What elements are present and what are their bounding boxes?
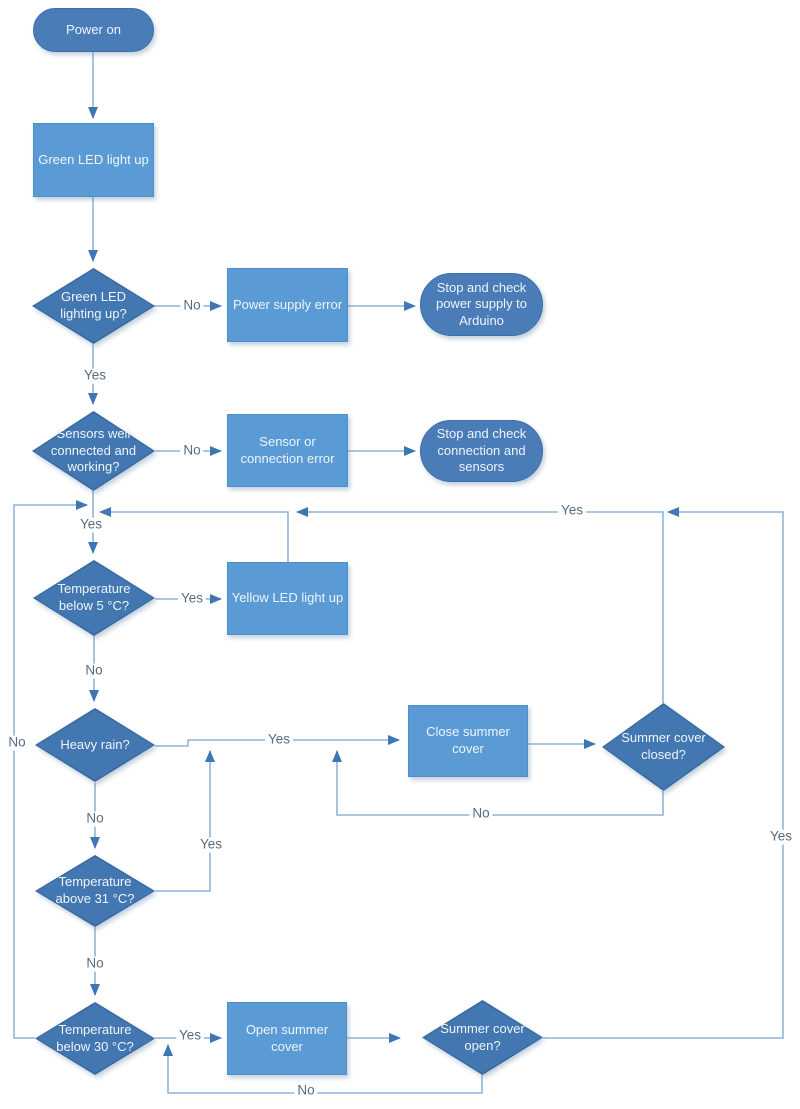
node-sensor-connection-error: Sensor or connection error xyxy=(227,414,348,487)
node-green-led-light-up: Green LED light up xyxy=(33,123,154,197)
edge-label-green-led-yes: Yes xyxy=(80,368,110,384)
node-power-supply-error: Power supply error xyxy=(227,268,348,342)
edge-label-temp30-no-loop: No xyxy=(5,735,29,751)
node-label: Stop and check power supply to Arduino xyxy=(435,279,528,328)
edge-label-temp5-no: No xyxy=(82,663,106,679)
node-open-summer-cover: Open summer cover xyxy=(227,1002,347,1075)
node-label: Temperature above 31 °C? xyxy=(55,874,135,906)
edge-label-temp30-yes: Yes xyxy=(175,1028,205,1044)
node-label: Close summer cover xyxy=(426,724,510,756)
node-label: Stop and check connection and sensors xyxy=(436,426,527,475)
edge-label-temp5-yes: Yes xyxy=(177,591,207,607)
node-label: Green LED lighting up? xyxy=(60,289,127,321)
node-label: Sensor or connection error xyxy=(240,433,335,466)
node-label: Green LED light up xyxy=(38,151,149,167)
edge-temp30-no-left-loop xyxy=(13,500,88,1039)
node-label: Power supply error xyxy=(232,296,343,312)
edge-closed-yes-return-loop xyxy=(296,507,664,703)
node-sensors-connected: Sensors well connected and working? xyxy=(32,411,155,491)
edge-heavy-rain-yes-to-close-cover xyxy=(155,735,400,747)
node-summer-cover-open: Summer cover open? xyxy=(422,1000,543,1075)
node-label: Heavy rain? xyxy=(60,736,130,752)
node-label: Temperature below 5 °C? xyxy=(57,581,131,613)
edge-label-cover-closed-yes: Yes xyxy=(557,503,587,519)
edge-open-yes-return-loop xyxy=(543,507,784,1039)
node-label: Open summer cover xyxy=(245,1021,329,1054)
edge-yellow-led-return-loop xyxy=(99,507,289,562)
node-stop-check-sensors: Stop and check connection and sensors xyxy=(420,420,543,482)
node-summer-cover-closed: Summer cover closed? xyxy=(602,703,725,791)
edge-label-green-led-no: No xyxy=(180,298,204,314)
edge-label-sensors-no: No xyxy=(180,443,204,459)
edge-closed-no-retry-loop xyxy=(332,750,664,816)
node-label: Temperature below 30 °C? xyxy=(56,1021,134,1054)
node-stop-check-power: Stop and check power supply to Arduino xyxy=(420,273,543,336)
edge-label-heavy-rain-yes: Yes xyxy=(264,732,294,748)
node-heavy-rain: Heavy rain? xyxy=(35,708,155,782)
node-close-summer-cover: Close summer cover xyxy=(408,705,528,777)
edge-label-heavy-rain-no: No xyxy=(83,811,107,827)
edge-label-cover-open-no: No xyxy=(294,1083,318,1099)
edge-temp31-yes-merge-to-close-cover xyxy=(155,750,215,892)
edge-label-cover-open-yes: Yes xyxy=(766,829,796,845)
node-power-on: Power on xyxy=(33,8,154,52)
node-temp-above-31: Temperature above 31 °C? xyxy=(35,855,155,927)
edge-label-temp31-yes: Yes xyxy=(196,837,226,853)
node-label: Summer cover open? xyxy=(440,1020,525,1053)
edge-open-no-retry-loop xyxy=(163,1044,483,1094)
node-temp-below-30: Temperature below 30 °C? xyxy=(35,1002,155,1075)
edge-label-cover-closed-no: No xyxy=(469,806,493,822)
edge-label-temp31-no: No xyxy=(83,956,107,972)
node-label: Power on xyxy=(66,21,121,37)
node-label: Yellow LED light up xyxy=(231,590,344,606)
node-green-led-lighting-up: Green LED lighting up? xyxy=(32,268,155,344)
edge-label-sensors-yes: Yes xyxy=(76,517,106,533)
node-yellow-led-light-up: Yellow LED light up xyxy=(227,562,348,635)
node-label: Summer cover closed? xyxy=(621,730,706,762)
node-temp-below-5: Temperature below 5 °C? xyxy=(33,560,155,636)
node-label: Sensors well connected and working? xyxy=(50,426,137,475)
